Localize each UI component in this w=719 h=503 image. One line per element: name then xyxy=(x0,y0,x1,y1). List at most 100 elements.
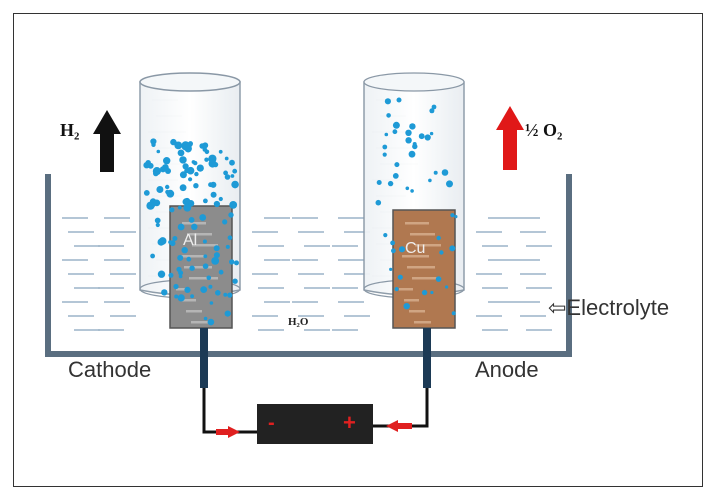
bubble xyxy=(153,199,161,207)
bubble xyxy=(170,138,177,146)
bubble xyxy=(394,162,400,168)
bubble xyxy=(188,217,195,223)
bubble xyxy=(405,137,412,144)
electrode-streak xyxy=(409,310,425,313)
bubble xyxy=(177,254,184,261)
bubble xyxy=(181,141,190,150)
bubble xyxy=(397,274,403,280)
electrode-streak xyxy=(187,233,212,236)
electrode-streak xyxy=(402,255,429,258)
bubble xyxy=(177,223,185,231)
bubble xyxy=(157,270,166,278)
bubble xyxy=(186,256,192,262)
bubble xyxy=(202,239,207,244)
bubble xyxy=(181,247,188,254)
electrode-streak xyxy=(181,299,196,302)
bubble xyxy=(412,143,418,150)
electrode-streak xyxy=(405,222,429,225)
electrolyte-label: ⇦Electrolyte xyxy=(548,295,670,320)
bubble xyxy=(150,138,157,145)
bubble xyxy=(396,97,402,103)
electrode-streak xyxy=(415,244,441,247)
bubble xyxy=(386,113,391,118)
bubble xyxy=(392,129,398,135)
bubble xyxy=(168,240,173,245)
bubble xyxy=(224,174,231,180)
bubble xyxy=(433,170,438,175)
bubble xyxy=(387,180,394,187)
bubble xyxy=(441,169,449,176)
bubble xyxy=(418,133,425,140)
bubble xyxy=(168,272,174,278)
bubble xyxy=(229,259,235,265)
bubble xyxy=(398,246,406,253)
bubble xyxy=(184,286,191,293)
bubble xyxy=(408,150,416,158)
electrode-streak xyxy=(192,244,218,247)
bubble xyxy=(177,205,182,210)
bubble xyxy=(424,134,431,141)
bubble xyxy=(429,108,435,114)
bubble xyxy=(179,184,187,192)
bubble xyxy=(445,285,449,289)
bubble xyxy=(150,253,156,259)
bubble xyxy=(191,223,198,230)
bubble xyxy=(203,198,208,204)
bubble xyxy=(206,275,212,281)
bubble xyxy=(207,318,215,326)
bubble xyxy=(161,289,168,296)
battery-negative-label: - xyxy=(268,412,275,434)
bubble xyxy=(429,131,434,136)
bubble xyxy=(174,141,183,150)
bubble xyxy=(375,199,382,206)
electrode-streak xyxy=(412,277,441,280)
bubble xyxy=(232,183,238,189)
battery xyxy=(257,404,373,444)
bubble xyxy=(449,245,456,252)
electrode-streak xyxy=(404,299,419,302)
bubble xyxy=(234,260,239,266)
electrolysis-tank xyxy=(45,174,572,357)
bubble xyxy=(392,173,399,179)
electrolyte-water-lines xyxy=(62,99,552,331)
bubble xyxy=(376,180,382,185)
up-arrow-icon xyxy=(496,106,524,170)
bubble xyxy=(224,156,229,161)
electrode-streak xyxy=(189,277,218,280)
bubble xyxy=(199,143,205,149)
bubble xyxy=(155,222,160,228)
bubble xyxy=(166,189,175,198)
bubble xyxy=(178,274,183,279)
bubble xyxy=(204,149,210,155)
bubble xyxy=(428,178,432,183)
bubble xyxy=(382,152,387,157)
bubble xyxy=(165,184,170,190)
gas-bubbles xyxy=(143,97,458,326)
water-label: H₂O xyxy=(288,316,309,328)
oxygen-label: ½ O₂ xyxy=(525,120,563,140)
bubble xyxy=(186,166,195,175)
bubble xyxy=(169,207,175,213)
bubble xyxy=(225,244,230,249)
bubble xyxy=(213,245,220,252)
bubble xyxy=(227,292,233,298)
bubble xyxy=(454,215,458,219)
bubble xyxy=(202,263,209,270)
bubble xyxy=(390,240,395,246)
bubble xyxy=(199,214,207,221)
bubble xyxy=(218,196,223,202)
bubble xyxy=(154,217,161,224)
cathode-label: Cathode xyxy=(68,357,152,382)
bubble xyxy=(435,276,442,282)
electrode-streak xyxy=(399,288,413,291)
bubble xyxy=(162,164,169,171)
bubble xyxy=(190,294,195,299)
bubble xyxy=(208,159,217,168)
bubble xyxy=(173,283,179,290)
bubble xyxy=(232,278,238,284)
bubble xyxy=(163,157,171,165)
bubble xyxy=(191,160,196,164)
bubble xyxy=(218,269,224,275)
bubble xyxy=(409,123,416,130)
bubble xyxy=(436,235,441,241)
